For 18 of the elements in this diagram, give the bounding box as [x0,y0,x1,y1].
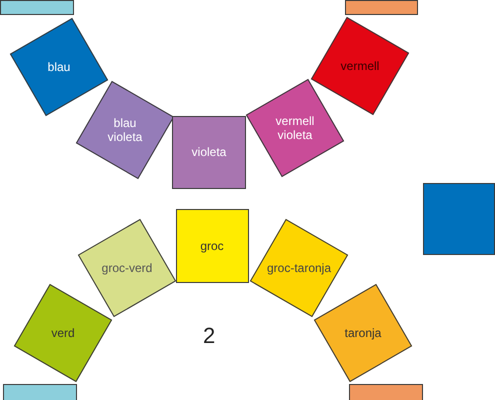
color-name: blau violeta [106,116,144,144]
color-name: blau [46,60,72,74]
color-name: violeta [190,145,228,159]
color-name: groc-taronja [266,261,332,275]
color-square [349,384,423,400]
color-name: vermell [340,59,380,73]
color-square [172,116,246,188]
color-name: taronja [344,326,382,340]
color-square [345,0,418,15]
figure-number: 2 [203,323,216,349]
color-name: vermell violeta [274,114,316,142]
color-square [3,384,77,400]
color-square [423,183,495,255]
color-name: verd [50,326,76,340]
color-square [0,0,74,15]
color-square [176,209,248,283]
color-name: groc-verd [100,261,154,275]
color-name: groc [199,239,225,253]
